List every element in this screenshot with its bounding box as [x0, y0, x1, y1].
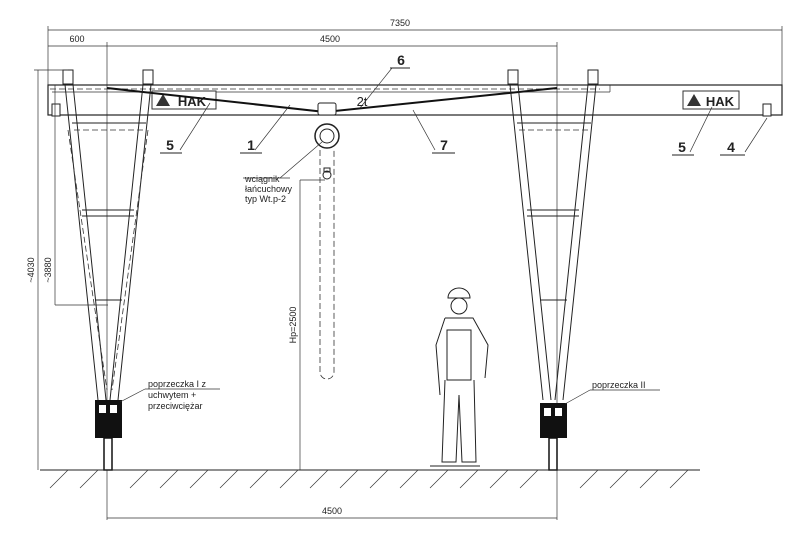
svg-text:typ Wt.p-2: typ Wt.p-2: [245, 194, 286, 204]
svg-text:4500: 4500: [320, 34, 340, 44]
dimension-hook-height: Hp=2500: [288, 179, 325, 470]
part-label-5-right: 5: [672, 106, 713, 156]
ground-line: [40, 469, 700, 489]
svg-text:~4030: ~4030: [26, 257, 36, 282]
svg-text:6: 6: [397, 52, 405, 68]
dimension-total-width: 7350: [47, 18, 783, 90]
svg-text:5: 5: [678, 139, 686, 155]
part-label-6: 6: [359, 52, 410, 109]
left-leg-frame: [62, 69, 154, 471]
svg-text:uchwytem +: uchwytem +: [148, 390, 196, 400]
svg-text:5: 5: [166, 137, 174, 153]
svg-text:HAK: HAK: [706, 94, 735, 109]
svg-text:Hp=2500: Hp=2500: [288, 307, 298, 344]
svg-text:7350: 7350: [390, 18, 410, 28]
svg-text:poprzeczka II: poprzeczka II: [592, 380, 646, 390]
svg-text:4500: 4500: [322, 506, 342, 516]
part-label-7: 7: [412, 109, 455, 154]
svg-text:wciągnik: wciągnik: [244, 174, 280, 184]
svg-text:2t: 2t: [357, 94, 368, 109]
note-hoist: wciągnik łańcuchowy typ Wt.p-2: [243, 141, 323, 204]
dimension-height-total: ~4030: [26, 69, 68, 470]
note-crossbar-right: poprzeczka II: [564, 380, 660, 405]
svg-text:4: 4: [727, 139, 735, 155]
svg-text:~3880: ~3880: [43, 257, 53, 282]
note-crossbar-left: poprzeczka I z uchwytem + przeciwciężar: [119, 379, 220, 411]
svg-text:1: 1: [247, 137, 255, 153]
svg-text:7: 7: [440, 137, 448, 153]
dimension-overhang: 600: [48, 34, 107, 47]
right-leg-frame: [507, 69, 599, 471]
dimension-span-bottom: 4500: [107, 506, 557, 519]
svg-text:przeciwciężar: przeciwciężar: [148, 401, 203, 411]
worker-figure: [430, 287, 489, 467]
svg-text:poprzeczka I z: poprzeczka I z: [148, 379, 207, 389]
part-label-5-left: 5: [160, 102, 211, 154]
dimension-height-beam: ~3880: [43, 85, 108, 306]
svg-text:600: 600: [69, 34, 84, 44]
svg-text:łańcuchowy: łańcuchowy: [245, 184, 293, 194]
part-label-1: 1: [240, 104, 291, 154]
beam: HAK HAK 2t: [47, 84, 783, 117]
part-label-4: 4: [720, 117, 768, 156]
chain-hoist: [314, 102, 340, 380]
